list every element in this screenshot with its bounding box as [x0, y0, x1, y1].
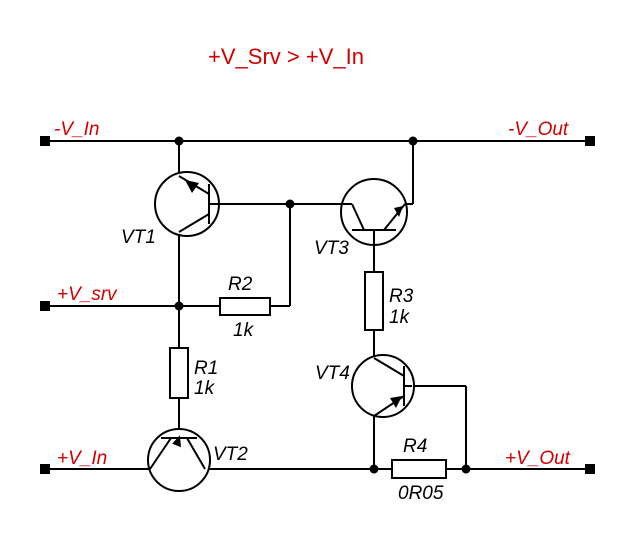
transistor-vt2	[147, 428, 211, 492]
junction-dot	[369, 464, 379, 474]
terminal-v-in-minus	[40, 136, 50, 146]
junction-dot	[408, 136, 418, 146]
transistor-vt4	[351, 354, 415, 418]
resistor-r4	[391, 459, 447, 479]
label-r4-name: R4	[403, 436, 427, 457]
label-r3-name: R3	[389, 286, 414, 307]
terminal-v-srv-plus	[40, 301, 50, 311]
resistor-r2	[219, 297, 271, 316]
label-r1-value: 1k	[194, 378, 216, 399]
junction-dot	[174, 136, 184, 146]
label-vt2: VT2	[213, 444, 248, 465]
transistor-vt1	[154, 171, 220, 237]
terminal-v-out-plus	[585, 464, 595, 474]
resistor-r1	[169, 347, 189, 399]
label-r3-value: 1k	[389, 307, 411, 328]
junction-dot	[285, 199, 295, 209]
label-v-in-plus: +V_In	[57, 448, 107, 469]
transistor-vt3	[340, 178, 408, 246]
junction-dots	[174, 136, 471, 474]
terminal-v-in-plus	[40, 464, 50, 474]
label-vt4: VT4	[315, 363, 350, 384]
junction-dot	[174, 301, 184, 311]
junction-dot	[461, 464, 471, 474]
label-r1-name: R1	[194, 358, 218, 379]
label-v-in-minus: -V_In	[54, 119, 99, 140]
label-r2-value: 1k	[233, 320, 255, 341]
label-r4-value: 0R05	[398, 483, 444, 504]
label-v-out-plus: +V_Out	[505, 448, 571, 469]
terminals	[40, 136, 595, 474]
circuit-title: +V_Srv > +V_In	[208, 44, 364, 69]
label-vt1: VT1	[121, 227, 156, 248]
label-v-srv-plus: +V_srv	[57, 284, 118, 305]
wires	[45, 140, 590, 470]
label-vt3: VT3	[314, 238, 349, 259]
label-v-out-minus: -V_Out	[508, 119, 569, 140]
label-r2-name: R2	[228, 274, 253, 295]
resistor-r3	[364, 271, 384, 331]
terminal-v-out-minus	[585, 136, 595, 146]
